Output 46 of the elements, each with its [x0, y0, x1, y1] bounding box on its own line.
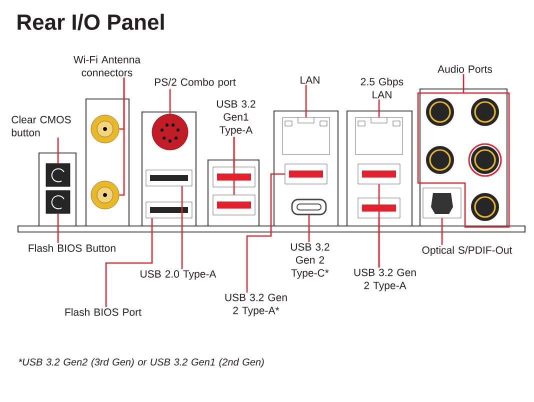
leader-line [57, 214, 59, 243]
callout-label: USB 3.2 Gen 2 Type-A* [225, 294, 287, 316]
button [46, 163, 70, 187]
callout-label: USB 3.2 Gen1 Type-A [216, 100, 256, 136]
callout-label: Optical S/PDIF-Out [422, 246, 512, 256]
footnote: *USB 3.2 Gen2 (3rd Gen) or USB 3.2 Gen1 (2nd Gen) [18, 358, 264, 368]
usb-c-port [291, 198, 327, 216]
lan-port [282, 117, 330, 155]
callout-label: 2.5 Gbps LAN [360, 78, 404, 98]
leader-line [308, 215, 310, 242]
usb-port [358, 164, 400, 184]
callout-label: LAN [300, 76, 320, 84]
antenna-connector [90, 114, 120, 144]
title: Rear I/O Panel [18, 14, 164, 30]
ps2-port [152, 114, 188, 150]
leader-line [105, 218, 153, 307]
callout-label: USB 2.0 Type-A [140, 270, 216, 280]
callout-label: Clear CMOS button [12, 116, 71, 136]
leader-line [181, 186, 183, 270]
usb-port [212, 194, 256, 216]
leader-line [233, 136, 235, 195]
usb-port [284, 164, 328, 184]
leader-line [462, 74, 464, 93]
callout-label: USB 3.2 Gen 2 Type-A [354, 268, 416, 292]
leader-line [246, 173, 285, 293]
usb-port [146, 202, 192, 218]
leader-line [305, 84, 307, 118]
button [46, 190, 70, 214]
usb-port [146, 170, 192, 186]
usb-port [358, 198, 400, 218]
callout-label: Wi-Fi Antenna connectors [74, 56, 141, 76]
callout-label: PS/2 Combo port [155, 78, 236, 88]
leader-line [378, 184, 380, 268]
leader-line [441, 218, 443, 245]
callout-label: Flash BIOS Port [65, 308, 142, 316]
leader-line [57, 138, 59, 164]
optical-port [422, 188, 462, 218]
usb-port [212, 166, 256, 188]
antenna-connector [90, 180, 120, 210]
callout-label: Flash BIOS Button [28, 244, 116, 252]
callout-label: USB 3.2 Gen 2 Type-C* [290, 243, 330, 279]
leader-line [119, 78, 125, 196]
lan-port [355, 117, 403, 155]
leader-line [378, 100, 380, 118]
leader-line [169, 89, 171, 114]
callout-label: Audio Ports [438, 65, 492, 73]
